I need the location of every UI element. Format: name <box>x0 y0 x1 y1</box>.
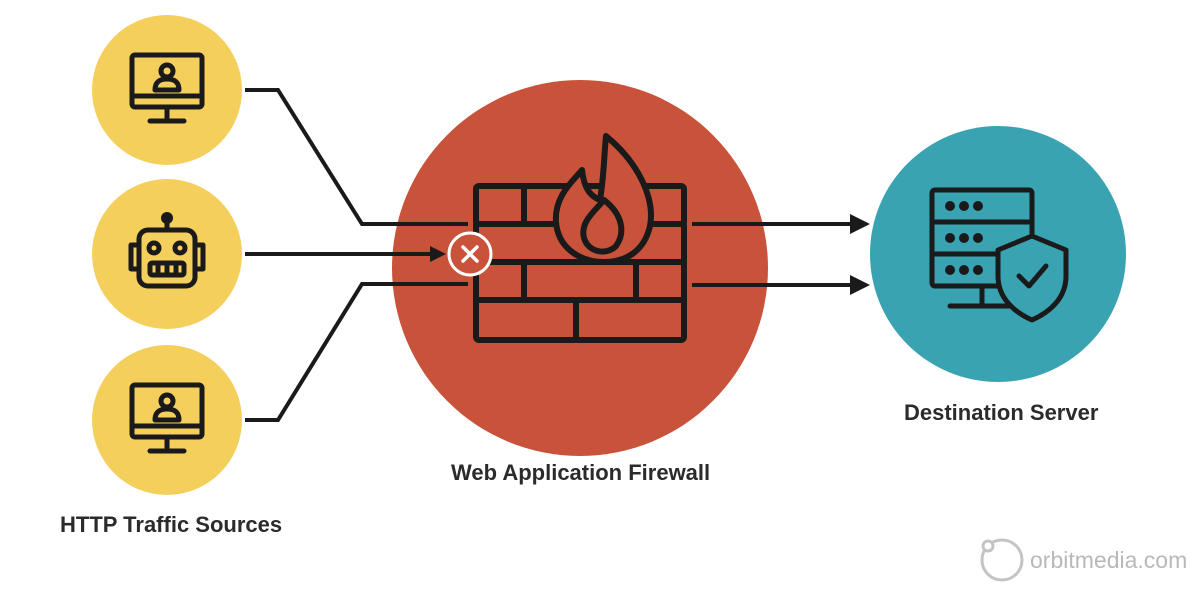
user-monitor-icon <box>129 382 205 454</box>
connector-source-3 <box>245 282 468 422</box>
label-firewall: Web Application Firewall <box>451 460 711 485</box>
arrowhead-to-server-1 <box>850 214 870 234</box>
connector-source-1 <box>245 88 468 226</box>
watermark: orbitmedia.com <box>1030 536 1187 584</box>
arrowhead-to-server-2 <box>850 275 870 295</box>
blocked-x-icon <box>447 231 493 277</box>
connector-lines <box>245 88 870 422</box>
firewall-circle <box>392 80 768 456</box>
label-destination-server: Destination Server <box>904 400 1099 425</box>
server-shield-check-icon <box>929 187 1069 323</box>
source-circle-2 <box>92 179 242 329</box>
robot-icon <box>128 212 206 289</box>
label-traffic-sources: HTTP Traffic Sources <box>60 512 283 537</box>
arrowhead-blocked <box>430 246 446 262</box>
watermark-text: orbitmedia.com <box>1030 546 1188 573</box>
orbit-logo-icon <box>980 538 1024 582</box>
user-monitor-icon <box>129 52 205 124</box>
